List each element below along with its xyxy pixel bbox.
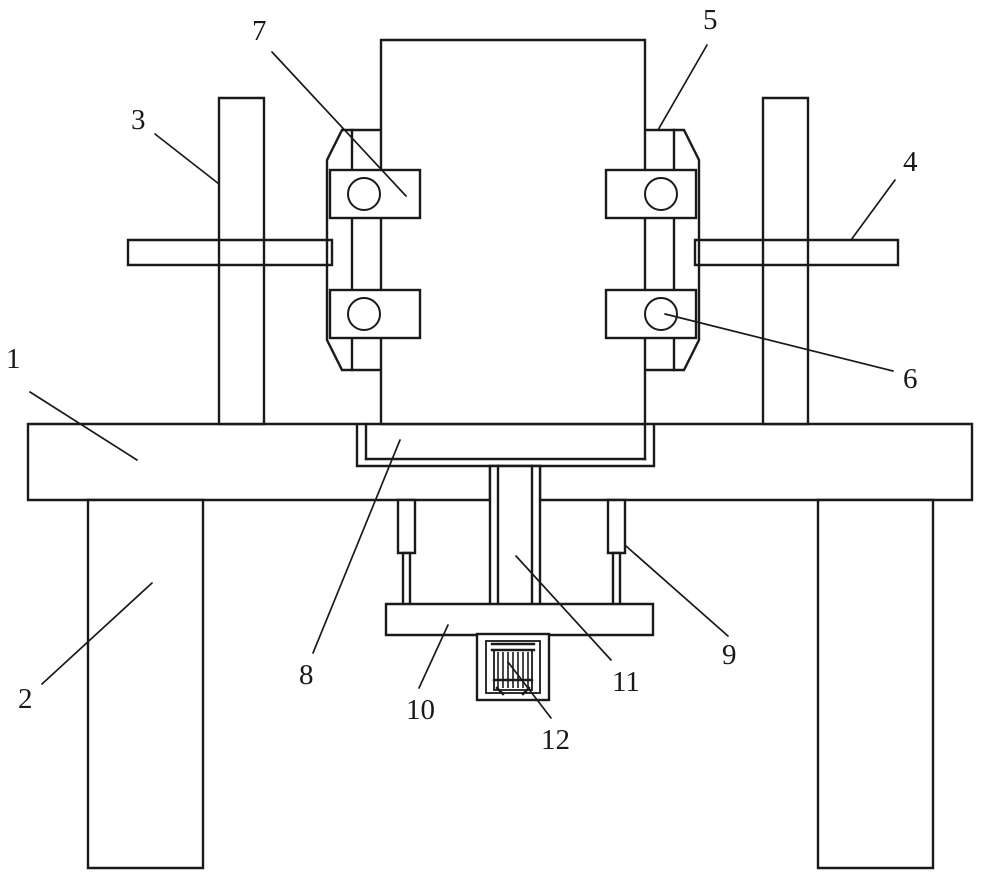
right-guide-rail [693,238,900,267]
leader-2 [41,582,153,685]
leader-7 [271,51,407,197]
roller-bearing-circle [347,297,381,331]
leader-12 [507,661,552,719]
leader-11 [515,555,612,661]
roller-bearing-circle [347,177,381,211]
left-guide-rail [126,238,334,267]
leader-8 [312,439,401,654]
lower-mounting-plate [384,602,655,637]
hydraulic-cylinder-left [396,498,417,609]
ref-label-9: 9 [722,639,737,671]
leader-1 [29,391,138,461]
ref-label-12: 12 [541,724,570,756]
right-roller-assembly [604,168,698,340]
roller-bearing-circle [644,297,678,331]
center-upper-housing [379,38,647,426]
ref-label-11: 11 [612,666,640,698]
ref-label-1: 1 [6,343,21,375]
roller-bearing-circle [644,177,678,211]
leader-6 [664,313,894,372]
leader-10 [418,624,449,689]
drill-spindle-assembly [475,632,551,702]
leader-4 [850,179,896,241]
ref-label-10: 10 [406,694,435,726]
left-roller-assembly [328,168,422,340]
ref-label-8: 8 [299,659,314,691]
central-drive-column [488,464,542,614]
ref-label-4: 4 [903,146,918,178]
ref-label-6: 6 [903,363,918,395]
support-legs [86,498,935,870]
leader-lines [29,44,896,719]
ref-label-7: 7 [252,15,267,47]
workbench-table-top [26,422,974,502]
leader-9 [625,545,729,637]
ref-label-5: 5 [703,4,718,36]
leader-3 [154,133,220,185]
hydraulic-cylinder-right [606,498,627,609]
spindle-hatching [497,652,529,688]
ref-label-3: 3 [131,104,146,136]
ref-label-2: 2 [18,683,33,715]
leader-5 [657,44,708,131]
